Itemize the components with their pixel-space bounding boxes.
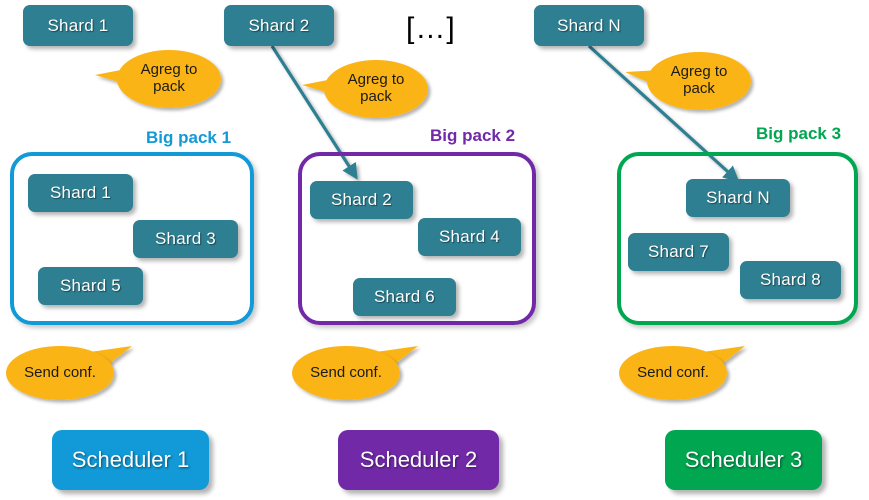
pack3-shard-7-label: Shard 7 [648,242,709,261]
send-conf-callout-2[interactable]: Send conf. [290,340,422,404]
pack3-shard-n[interactable]: Shard N [686,179,790,217]
send-conf-callout-1[interactable]: Send conf. [4,340,136,404]
agreg-to-pack-callout-2[interactable]: Agreg to pack [302,58,430,120]
callout-bubble-shape [302,60,428,118]
scheduler-3[interactable]: Scheduler 3 [665,430,822,490]
pack2-shard-2[interactable]: Shard 2 [310,181,413,219]
source-shard-n[interactable]: Shard N [534,5,644,46]
source-shard-2[interactable]: Shard 2 [224,5,334,46]
callout-bubble-shape [6,346,132,400]
pack1-shard-1[interactable]: Shard 1 [28,174,133,212]
callout-bubble-shape [292,346,418,400]
scheduler-1[interactable]: Scheduler 1 [52,430,209,490]
big-pack-1[interactable] [10,152,254,325]
scheduler-3-label: Scheduler 3 [684,447,803,472]
big-pack-2[interactable] [298,152,536,325]
pack2-shard-6[interactable]: Shard 6 [353,278,456,316]
big-pack-3-label: Big pack 3 [756,124,842,143]
source-shard-1[interactable]: Shard 1 [23,5,133,46]
send-conf-callout-3[interactable]: Send conf. [617,340,749,404]
pack3-shard-7[interactable]: Shard 7 [628,233,729,271]
source-shard-n-label: Shard N [557,15,621,35]
pack1-shard-5[interactable]: Shard 5 [38,267,143,305]
big-pack-1-label: Big pack 1 [146,128,232,147]
callout-bubble-shape [95,50,221,108]
pack3-shard-8-label: Shard 8 [760,270,821,289]
pack1-shard-3-label: Shard 3 [155,229,216,248]
callout-bubble-shape [619,346,745,400]
scheduler-1-label: Scheduler 1 [71,447,190,472]
scheduler-2[interactable]: Scheduler 2 [338,430,499,490]
pack2-shard-6-label: Shard 6 [374,287,435,306]
pack3-shard-8[interactable]: Shard 8 [740,261,841,299]
agreg-to-pack-callout-3[interactable]: Agreg to pack [625,50,753,112]
source-shard-2-label: Shard 2 [248,15,310,35]
callout-bubble-shape [625,52,751,110]
agreg-to-pack-callout-1[interactable]: Agreg to pack [95,48,223,110]
pack3-shard-n-label: Shard N [706,188,770,207]
ellipsis-marker: […] [406,12,456,45]
scheduler-2-label: Scheduler 2 [359,447,478,472]
source-shard-1-label: Shard 1 [47,15,109,35]
pack2-shard-2-label: Shard 2 [331,190,392,209]
pack1-shard-3[interactable]: Shard 3 [133,220,238,258]
pack1-shard-5-label: Shard 5 [60,276,121,295]
big-pack-2-label: Big pack 2 [430,126,516,145]
pack1-shard-1-label: Shard 1 [50,183,111,202]
pack2-shard-4-label: Shard 4 [439,227,500,246]
pack2-shard-4[interactable]: Shard 4 [418,218,521,256]
